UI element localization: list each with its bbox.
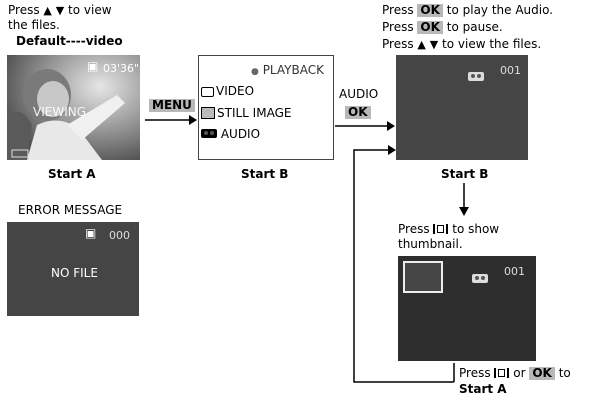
view-files-instruction: Press ▲ ▼ to view	[8, 3, 112, 18]
default-label: Default----video	[16, 34, 123, 48]
up-arrow-icon: ▲	[43, 4, 51, 17]
menu-arrow	[145, 114, 197, 126]
up-arrow-icon: ▲	[417, 38, 425, 51]
menu-header: ● PLAYBACK	[251, 63, 324, 79]
caption-start-a: Start A	[48, 167, 96, 181]
screen-a-time: 03'36"	[103, 62, 139, 76]
caption-start-b-menu: Start B	[241, 167, 288, 181]
error-counter: 000	[109, 229, 130, 243]
video-icon: ▣	[87, 59, 98, 73]
menu-key: MENU	[149, 99, 195, 112]
return-instruction: Press or OK to	[459, 366, 571, 380]
ok-key: OK	[345, 106, 371, 119]
image-icon	[201, 107, 215, 119]
return-flow-arrow	[346, 143, 456, 385]
thumb-screen-counter: 001	[504, 265, 525, 279]
menu-item-audio[interactable]: AUDIO	[201, 127, 260, 141]
playback-menu-panel: ● PLAYBACK VIDEO STILL IMAGE AUDIO	[198, 55, 334, 160]
audio-label: AUDIO	[339, 87, 378, 101]
audio-tape-icon	[472, 274, 488, 283]
down-arrow-icon: ▼	[56, 4, 64, 17]
video-icon	[201, 87, 214, 97]
screen-a-watermark: VIEWING	[33, 105, 86, 119]
ok-key: OK	[529, 367, 555, 380]
audio-arrow	[335, 120, 395, 132]
screen-a-photo: ▣ 03'36" VIEWING	[7, 55, 140, 160]
error-screen: ▣ 000 NO FILE	[7, 222, 139, 316]
view-files-instruction-line2: the files.	[8, 18, 60, 32]
menu-item-video[interactable]: VIDEO	[201, 84, 254, 98]
down-arrow-icon: ▼	[430, 38, 438, 51]
pause-instruction: Press OK to pause.	[382, 20, 503, 34]
play-audio-instruction: Press OK to play the Audio.	[382, 3, 553, 17]
video-icon: ▣	[85, 226, 96, 240]
view-files-instruction-right: Press ▲ ▼ to view the files.	[382, 37, 541, 52]
ok-key: OK	[417, 21, 443, 34]
screen-b-counter: 001	[500, 64, 521, 78]
audio-tape-icon	[201, 129, 217, 138]
audio-tape-icon	[468, 72, 484, 81]
return-target: Start A	[459, 382, 507, 396]
thumbnail-button-icon	[494, 368, 509, 378]
error-title: ERROR MESSAGE	[18, 203, 122, 217]
menu-item-still-image[interactable]: STILL IMAGE	[201, 106, 291, 120]
ok-key: OK	[417, 4, 443, 17]
error-message: NO FILE	[51, 266, 98, 280]
menu-header-bullet: ●	[251, 67, 259, 77]
down-flow-arrow	[458, 183, 470, 216]
